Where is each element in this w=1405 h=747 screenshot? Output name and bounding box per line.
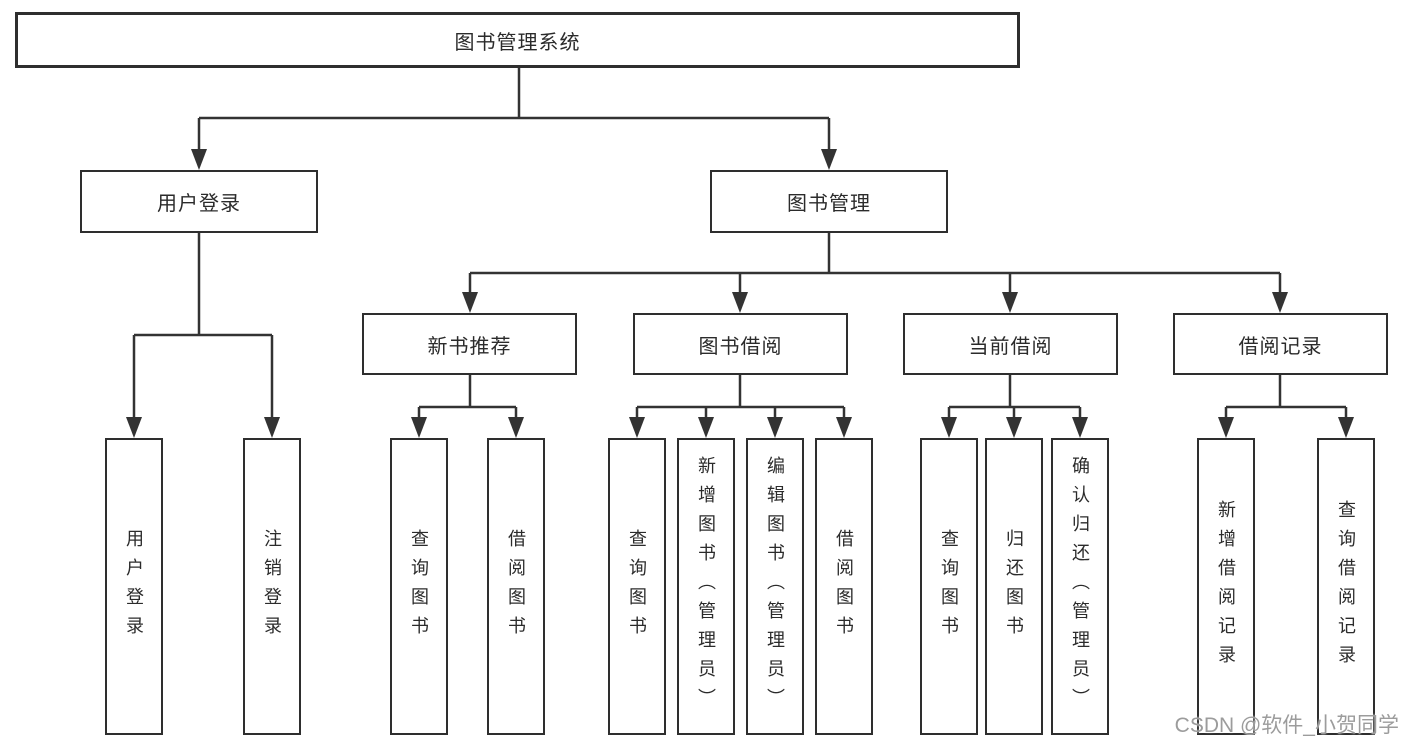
node-new-book-recommend-label: 新书推荐 [427,335,512,358]
node-user-login-label: 用户登录 [157,193,241,215]
leaf-borrow-books-recommend-label: 借阅图书 [506,528,526,645]
leaf-add-books-admin-label: 新增图书（管理员） [696,456,716,717]
node-user-login: 用户登录 [80,170,318,233]
node-library-system: 图书管理系统 [15,12,1020,68]
node-library-system-label: 图书管理系统 [454,31,581,54]
leaf-query-books-borrow-label: 查询图书 [627,528,647,645]
leaf-logout-label: 注销登录 [262,528,282,645]
leaf-query-books-current: 查询图书 [920,438,978,735]
leaf-confirm-return-admin-label: 确认归还（管理员） [1070,456,1090,717]
leaf-return-books-label: 归还图书 [1004,528,1024,645]
node-new-book-recommend: 新书推荐 [362,313,577,375]
leaf-user-login-label: 用户登录 [124,528,144,645]
leaf-user-login: 用户登录 [105,438,163,735]
leaf-add-borrow-record-label: 新增借阅记录 [1216,499,1236,674]
leaf-confirm-return-admin: 确认归还（管理员） [1051,438,1109,735]
leaf-query-borrow-record: 查询借阅记录 [1317,438,1375,735]
leaf-query-books-borrow: 查询图书 [608,438,666,735]
leaf-borrow-books-recommend: 借阅图书 [487,438,545,735]
node-book-borrow-label: 图书借阅 [698,335,783,358]
csdn-watermark: CSDN @软件_小贺同学 [1174,714,1399,737]
leaf-add-books-admin: 新增图书（管理员） [677,438,735,735]
leaf-return-books: 归还图书 [985,438,1043,735]
leaf-add-borrow-record: 新增借阅记录 [1197,438,1255,735]
node-borrow-records-label: 借阅记录 [1238,335,1323,358]
leaf-borrow-books: 借阅图书 [815,438,873,735]
node-book-borrow: 图书借阅 [633,313,848,375]
leaf-query-borrow-record-label: 查询借阅记录 [1336,499,1356,674]
leaf-query-books-current-label: 查询图书 [939,528,959,645]
node-book-management-label: 图书管理 [787,193,871,215]
leaf-borrow-books-label: 借阅图书 [834,528,854,645]
node-current-borrow-label: 当前借阅 [968,335,1053,358]
node-book-management: 图书管理 [710,170,948,233]
leaf-query-books-recommend: 查询图书 [390,438,448,735]
node-current-borrow: 当前借阅 [903,313,1118,375]
node-borrow-records: 借阅记录 [1173,313,1388,375]
leaf-logout: 注销登录 [243,438,301,735]
leaf-edit-books-admin-label: 编辑图书（管理员） [765,456,785,717]
leaf-query-books-recommend-label: 查询图书 [409,528,429,645]
leaf-edit-books-admin: 编辑图书（管理员） [746,438,804,735]
